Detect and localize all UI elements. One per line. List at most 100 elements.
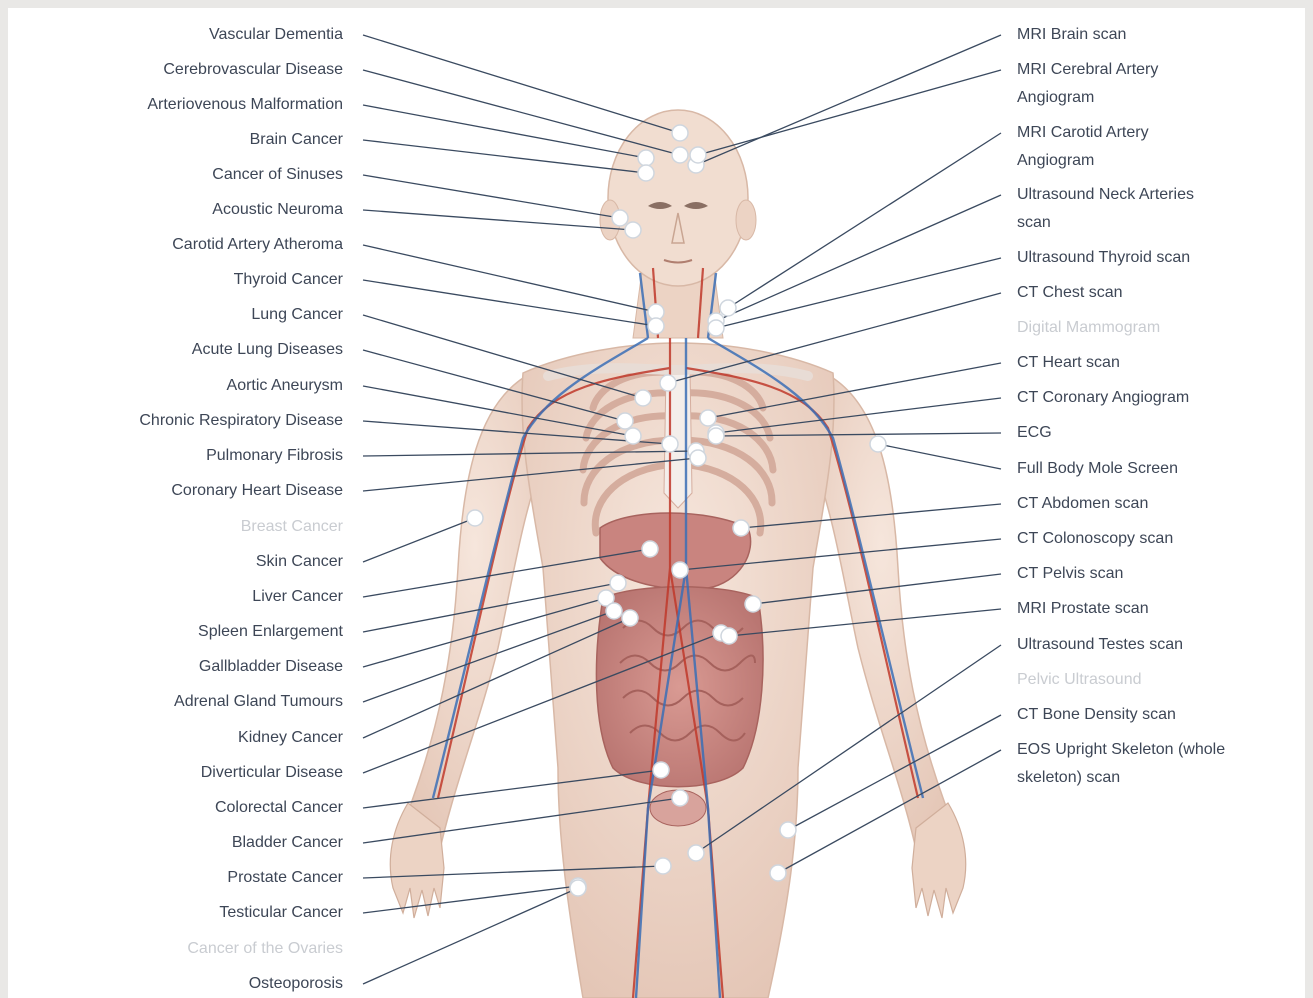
condition-leader-1 <box>363 70 680 155</box>
condition-leader-0 <box>363 35 680 133</box>
condition-marker-22[interactable] <box>653 762 669 778</box>
condition-marker-4[interactable] <box>612 210 628 226</box>
condition-label-12[interactable]: Pulmonary Fibrosis <box>8 442 343 470</box>
scan-label-18[interactable]: EOS Upright Skeleton (whole skeleton) sc… <box>1017 736 1257 792</box>
scan-marker-7[interactable] <box>700 410 716 426</box>
scan-marker-18[interactable] <box>770 865 786 881</box>
scan-marker-15[interactable] <box>688 845 704 861</box>
scan-label-16[interactable]: Pelvic Ultrasound <box>1017 666 1305 694</box>
condition-label-25[interactable]: Testicular Cancer <box>8 899 343 927</box>
scan-marker-12[interactable] <box>672 562 688 578</box>
condition-label-22[interactable]: Colorectal Cancer <box>8 794 343 822</box>
scan-label-13[interactable]: CT Pelvis scan <box>1017 560 1305 588</box>
condition-label-4[interactable]: Cancer of Sinuses <box>8 161 343 189</box>
scan-leader-4 <box>716 258 1001 328</box>
condition-marker-11[interactable] <box>662 436 678 452</box>
condition-leader-2 <box>363 105 646 158</box>
condition-label-15[interactable]: Skin Cancer <box>8 548 343 576</box>
condition-label-13[interactable]: Coronary Heart Disease <box>8 477 343 505</box>
condition-marker-15[interactable] <box>467 510 483 526</box>
scan-marker-10[interactable] <box>870 436 886 452</box>
scan-label-8[interactable]: CT Coronary Angiogram <box>1017 384 1305 412</box>
scan-leader-0 <box>696 35 1001 165</box>
scan-marker-11[interactable] <box>733 520 749 536</box>
condition-label-5[interactable]: Acoustic Neuroma <box>8 196 343 224</box>
scan-marker-17[interactable] <box>780 822 796 838</box>
condition-marker-27[interactable] <box>570 880 586 896</box>
condition-label-17[interactable]: Spleen Enlargement <box>8 618 343 646</box>
scan-label-1[interactable]: MRI Cerebral Artery Angiogram <box>1017 56 1187 112</box>
condition-label-27[interactable]: Osteoporosis <box>8 970 343 998</box>
condition-label-7[interactable]: Thyroid Cancer <box>8 266 343 294</box>
condition-marker-10[interactable] <box>625 428 641 444</box>
condition-leader-4 <box>363 175 620 218</box>
condition-marker-13[interactable] <box>690 450 706 466</box>
scan-label-10[interactable]: Full Body Mole Screen <box>1017 455 1305 483</box>
scan-label-3[interactable]: Ultrasound Neck Arteries scan <box>1017 181 1227 237</box>
scan-leader-3 <box>716 195 1001 321</box>
condition-marker-20[interactable] <box>622 610 638 626</box>
diagram-panel: Vascular DementiaCerebrovascular Disease… <box>8 8 1305 998</box>
condition-marker-16[interactable] <box>642 541 658 557</box>
condition-label-2[interactable]: Arteriovenous Malformation <box>8 91 343 119</box>
condition-label-23[interactable]: Bladder Cancer <box>8 829 343 857</box>
condition-label-10[interactable]: Aortic Aneurysm <box>8 372 343 400</box>
scan-marker-13[interactable] <box>745 596 761 612</box>
condition-label-21[interactable]: Diverticular Disease <box>8 759 343 787</box>
condition-label-8[interactable]: Lung Cancer <box>8 301 343 329</box>
condition-marker-3[interactable] <box>638 165 654 181</box>
scan-leader-18 <box>778 750 1001 873</box>
scan-label-9[interactable]: ECG <box>1017 419 1305 447</box>
condition-label-19[interactable]: Adrenal Gland Tumours <box>8 688 343 716</box>
condition-label-18[interactable]: Gallbladder Disease <box>8 653 343 681</box>
scan-label-12[interactable]: CT Colonoscopy scan <box>1017 525 1305 553</box>
scan-marker-1[interactable] <box>690 147 706 163</box>
scan-label-6[interactable]: Digital Mammogram <box>1017 314 1305 342</box>
condition-marker-2[interactable] <box>638 150 654 166</box>
condition-label-24[interactable]: Prostate Cancer <box>8 864 343 892</box>
condition-label-0[interactable]: Vascular Dementia <box>8 21 343 49</box>
condition-label-26[interactable]: Cancer of the Ovaries <box>8 935 343 963</box>
condition-marker-1[interactable] <box>672 147 688 163</box>
condition-marker-23[interactable] <box>672 790 688 806</box>
scan-leader-1 <box>698 70 1001 155</box>
condition-leader-6 <box>363 245 656 312</box>
condition-marker-19[interactable] <box>606 603 622 619</box>
scan-label-17[interactable]: CT Bone Density scan <box>1017 701 1305 729</box>
scan-label-2[interactable]: MRI Carotid Artery Angiogram <box>1017 119 1187 175</box>
condition-marker-5[interactable] <box>625 222 641 238</box>
condition-marker-9[interactable] <box>617 413 633 429</box>
scan-label-5[interactable]: CT Chest scan <box>1017 279 1305 307</box>
condition-label-9[interactable]: Acute Lung Diseases <box>8 336 343 364</box>
scan-marker-4[interactable] <box>708 320 724 336</box>
condition-marker-7[interactable] <box>648 318 664 334</box>
scan-marker-14[interactable] <box>721 628 737 644</box>
condition-leader-27 <box>363 888 578 984</box>
scan-leader-2 <box>728 133 1001 308</box>
condition-label-1[interactable]: Cerebrovascular Disease <box>8 56 343 84</box>
right-ear <box>736 200 756 240</box>
condition-marker-17[interactable] <box>610 575 626 591</box>
condition-label-20[interactable]: Kidney Cancer <box>8 724 343 752</box>
scan-label-4[interactable]: Ultrasound Thyroid scan <box>1017 244 1305 272</box>
condition-leader-7 <box>363 280 656 326</box>
human-body-illustration <box>390 110 965 998</box>
condition-marker-24[interactable] <box>655 858 671 874</box>
scan-leader-10 <box>878 444 1001 469</box>
condition-marker-8[interactable] <box>635 390 651 406</box>
scan-marker-9[interactable] <box>708 428 724 444</box>
scan-label-11[interactable]: CT Abdomen scan <box>1017 490 1305 518</box>
scan-label-15[interactable]: Ultrasound Testes scan <box>1017 631 1305 659</box>
condition-label-11[interactable]: Chronic Respiratory Disease <box>8 407 343 435</box>
scan-label-14[interactable]: MRI Prostate scan <box>1017 595 1305 623</box>
scan-label-7[interactable]: CT Heart scan <box>1017 349 1305 377</box>
condition-label-16[interactable]: Liver Cancer <box>8 583 343 611</box>
condition-leader-3 <box>363 140 646 173</box>
condition-label-14[interactable]: Breast Cancer <box>8 513 343 541</box>
scan-marker-2[interactable] <box>720 300 736 316</box>
scan-label-0[interactable]: MRI Brain scan <box>1017 21 1305 49</box>
scan-marker-5[interactable] <box>660 375 676 391</box>
condition-label-3[interactable]: Brain Cancer <box>8 126 343 154</box>
condition-marker-0[interactable] <box>672 125 688 141</box>
condition-label-6[interactable]: Carotid Artery Atheroma <box>8 231 343 259</box>
